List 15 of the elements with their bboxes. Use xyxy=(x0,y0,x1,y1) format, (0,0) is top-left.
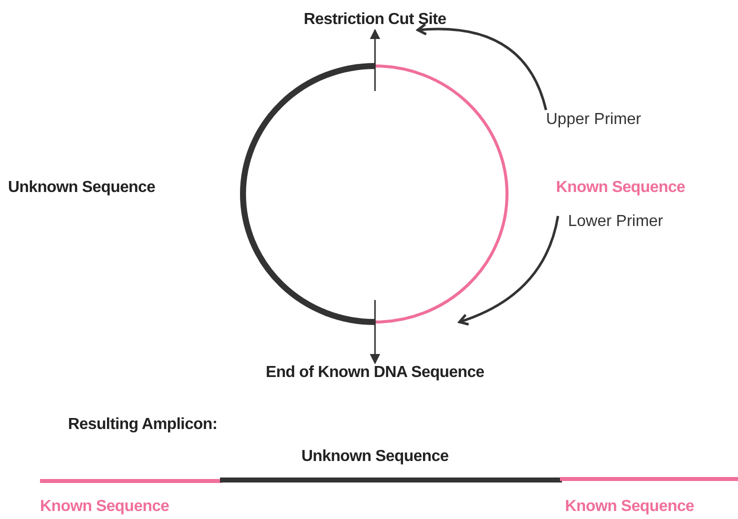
site-label: Restriction Cut Site xyxy=(304,10,446,30)
text-label: Unknown Sequence xyxy=(301,447,449,467)
text-label: Known Sequence xyxy=(40,497,170,517)
primer-label: Lower Primer xyxy=(568,212,664,232)
text-label: Known Sequence xyxy=(565,497,694,517)
plasmid-drawing xyxy=(240,63,508,325)
sequence-label: Known Sequence xyxy=(556,178,686,198)
sequence-label: Unknown Sequence xyxy=(8,178,156,198)
arrow xyxy=(370,28,380,91)
site-label: End of Known DNA Sequence xyxy=(266,363,484,383)
arrow xyxy=(370,300,380,364)
primer-arrow xyxy=(416,23,548,110)
primer-label: Upper Primer xyxy=(546,110,642,130)
primer-arrow xyxy=(458,216,560,326)
text-label: Resulting Amplicon: xyxy=(68,415,218,435)
